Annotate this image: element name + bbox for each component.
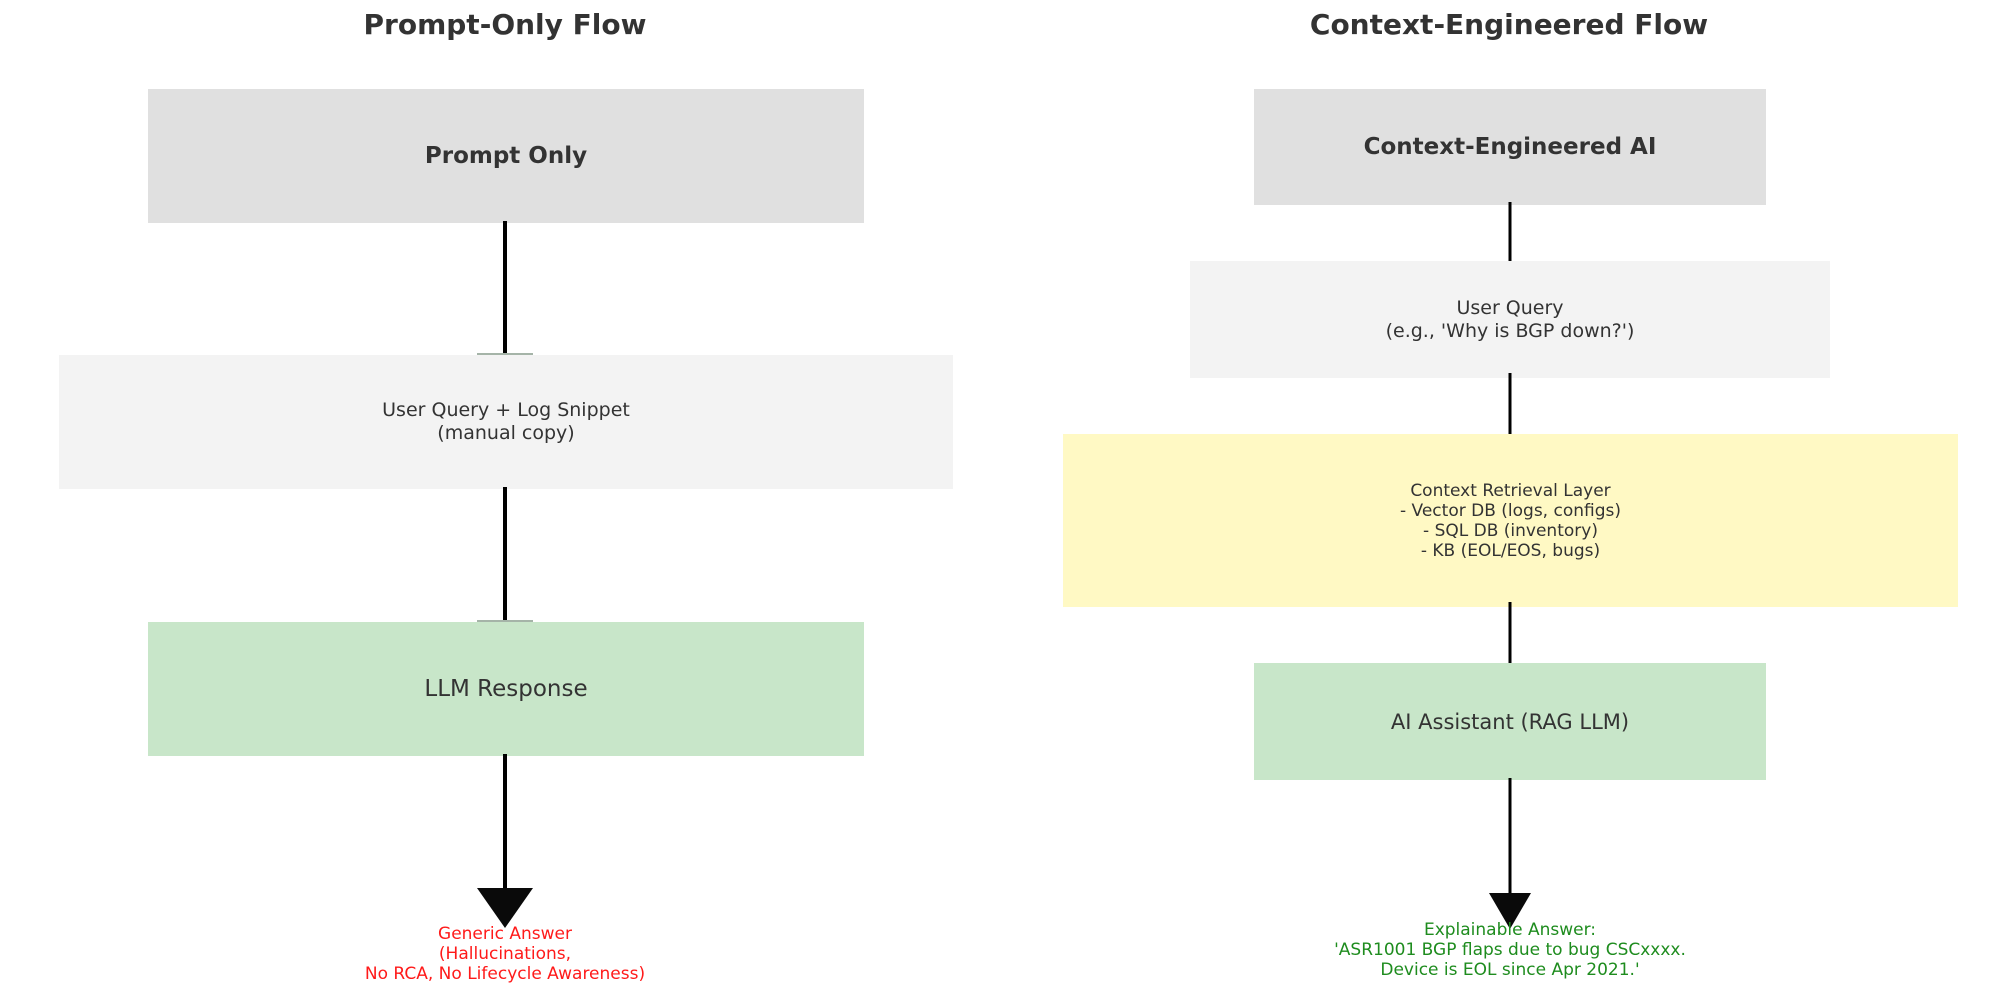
left-flow-title: Prompt-Only Flow: [363, 8, 647, 41]
arrow-down-icon: [477, 888, 533, 928]
connector-line: [1508, 602, 1512, 665]
explainable-answer-result: Explainable Answer: 'ASR1001 BGP flaps d…: [1334, 920, 1686, 980]
generic-answer-result: Generic Answer (Hallucinations, No RCA, …: [364, 924, 646, 984]
connector-line: [503, 487, 507, 622]
llm-response-node: LLM Response: [148, 622, 864, 756]
connector-line: [1508, 202, 1512, 262]
arrow-shaft: [1508, 778, 1512, 894]
arrow-shaft: [503, 754, 507, 890]
right-flow-title: Context-Engineered Flow: [1309, 8, 1709, 41]
connector-tick: [477, 620, 533, 622]
arrow-down-icon: [1489, 893, 1531, 929]
context-retrieval-layer-node: Context Retrieval Layer - Vector DB (log…: [1063, 434, 1958, 607]
connector-line: [1508, 373, 1512, 436]
user-query-node: User Query (e.g., 'Why is BGP down?'): [1190, 261, 1830, 378]
user-query-log-snippet-node: User Query + Log Snippet (manual copy): [59, 355, 953, 489]
connector-tick: [477, 353, 533, 355]
connector-line: [503, 221, 507, 355]
prompt-only-node: Prompt Only: [148, 89, 864, 223]
ai-assistant-rag-llm-node: AI Assistant (RAG LLM): [1254, 663, 1766, 780]
context-engineered-ai-node: Context-Engineered AI: [1254, 89, 1766, 205]
